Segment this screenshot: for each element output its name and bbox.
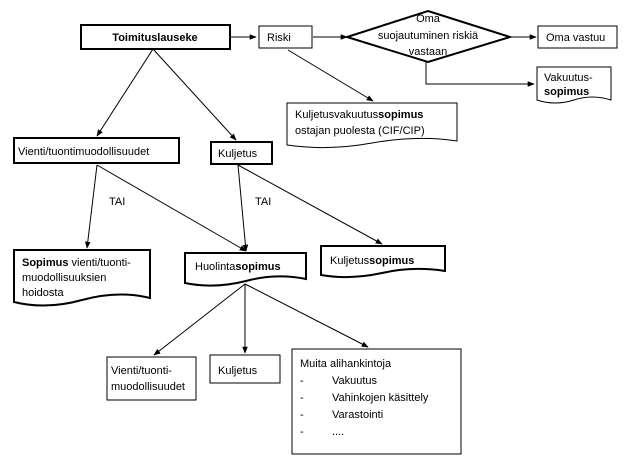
node-oma-suojautuminen-line3: vastaan [409, 46, 448, 58]
edge-vienti-sopimus [84, 164, 98, 249]
edges [84, 34, 537, 356]
node-sopimus-vienti-line3: hoidosta [22, 287, 64, 299]
node-kuljetussopimus-label: Kuljetussopimus [330, 255, 414, 267]
node-huolintasopimus-label: Huolintasopimus [195, 261, 281, 273]
node-kuljetus-label: Kuljetus [218, 148, 258, 160]
node-kuljetusvakuutus-prefix: Kuljetusvakuutus [295, 109, 379, 121]
node-vienti-tuonti-2-line2: muodollisuudet [111, 381, 185, 393]
node-sopimus-vienti-line2: muodollisuuksien [22, 272, 106, 284]
node-huolintasopimus: Huolintasopimus [184, 252, 307, 287]
node-muita-item-4: .... [332, 426, 344, 438]
node-muita-bullet-3: - [300, 409, 304, 421]
node-vienti-tuonti: Vienti/tuontimuodollisuudet [13, 137, 180, 164]
edge-huolinta-muita [244, 283, 369, 348]
node-oma-suojautuminen-line2: suojautuminen riskiä [378, 30, 479, 42]
node-sopimus-vienti-rest: vienti/tuonti- [68, 257, 131, 269]
node-muita-bullet-2: - [300, 392, 304, 404]
node-vakuutussopimus-line2: sopimus [544, 86, 589, 98]
node-riski-label: Riski [267, 32, 291, 44]
node-oma-vastuu: Oma vastuu [537, 25, 618, 49]
node-kuljetussopimus-prefix: Kuljetus [330, 255, 370, 267]
node-toimituslauseke-label: Toimituslauseke [112, 32, 197, 44]
node-muita-bullet-1: - [300, 375, 304, 387]
node-kuljetusvakuutus-line1: Kuljetusvakuutussopimus [295, 109, 423, 121]
node-muita-item-3: Varastointi [332, 409, 383, 421]
node-huolintasopimus-prefix: Huolinta [195, 261, 236, 273]
node-kuljetusvakuutussopimus: Kuljetusvakuutussopimus ostajan puolesta… [286, 102, 458, 149]
edge-toimitus-vienti [96, 48, 154, 137]
node-riski: Riski [258, 25, 313, 49]
node-muita-title: Muita alihankintoja [300, 358, 392, 370]
node-muita-alihankintoja: Muita alihankintoja - Vakuutus - Vahinko… [291, 348, 462, 455]
edge-riski-kuljetusvakuutus [287, 49, 374, 102]
node-oma-suojautuminen: Oma suojautuminen riskiä vastaan [343, 9, 514, 64]
node-oma-vastuu-label: Oma vastuu [546, 32, 605, 44]
node-muita-item-2: Vahinkojen käsittely [332, 392, 429, 404]
edge-label-tai-right: TAI [255, 196, 271, 208]
node-kuljetus-2: Kuljetus [209, 354, 281, 384]
edge-label-tai-left: TAI [109, 196, 125, 208]
node-muita-item-1: Vakuutus [332, 375, 378, 387]
node-muita-bullet-4: - [300, 426, 304, 438]
node-sopimus-vienti: Sopimus vienti/tuonti- muodollisuuksien … [13, 249, 151, 307]
node-vakuutussopimus: Vakuutus- sopimus [536, 66, 612, 104]
node-vienti-tuonti-label: Vienti/tuontimuodollisuudet [18, 146, 149, 158]
node-sopimus-vienti-bold: Sopimus [22, 257, 68, 269]
edge-huolinta-vienti2 [153, 283, 246, 356]
node-vienti-tuonti-2: Vienti/tuonti- muodollisuudet [106, 356, 197, 401]
node-vakuutussopimus-line1: Vakuutus- [544, 72, 593, 84]
node-sopimus-vienti-line1: Sopimus vienti/tuonti- [22, 257, 131, 269]
edge-toimitus-kuljetus [152, 48, 237, 141]
edge-vienti-huolinta [96, 164, 247, 252]
node-oma-suojautuminen-line1: Oma [416, 13, 441, 25]
node-vienti-tuonti-2-line1: Vienti/tuonti- [111, 365, 172, 377]
node-huolintasopimus-bold: sopimus [235, 261, 280, 273]
node-kuljetusvakuutus-line2: ostajan puolesta (CIF/CIP) [295, 125, 425, 137]
edge-diamond-vakuutus [425, 62, 535, 87]
node-kuljetus-2-label: Kuljetus [218, 365, 258, 377]
edge-kuljetus-huolinta [237, 164, 249, 252]
edge-kuljetus-kuljetussopimus [237, 164, 383, 245]
node-toimituslauseke: Toimituslauseke [80, 24, 231, 50]
node-kuljetussopimus-bold: sopimus [369, 255, 414, 267]
node-kuljetusvakuutus-bold: sopimus [378, 109, 423, 121]
node-kuljetussopimus: Kuljetussopimus [320, 245, 446, 279]
node-kuljetus: Kuljetus [210, 141, 273, 165]
